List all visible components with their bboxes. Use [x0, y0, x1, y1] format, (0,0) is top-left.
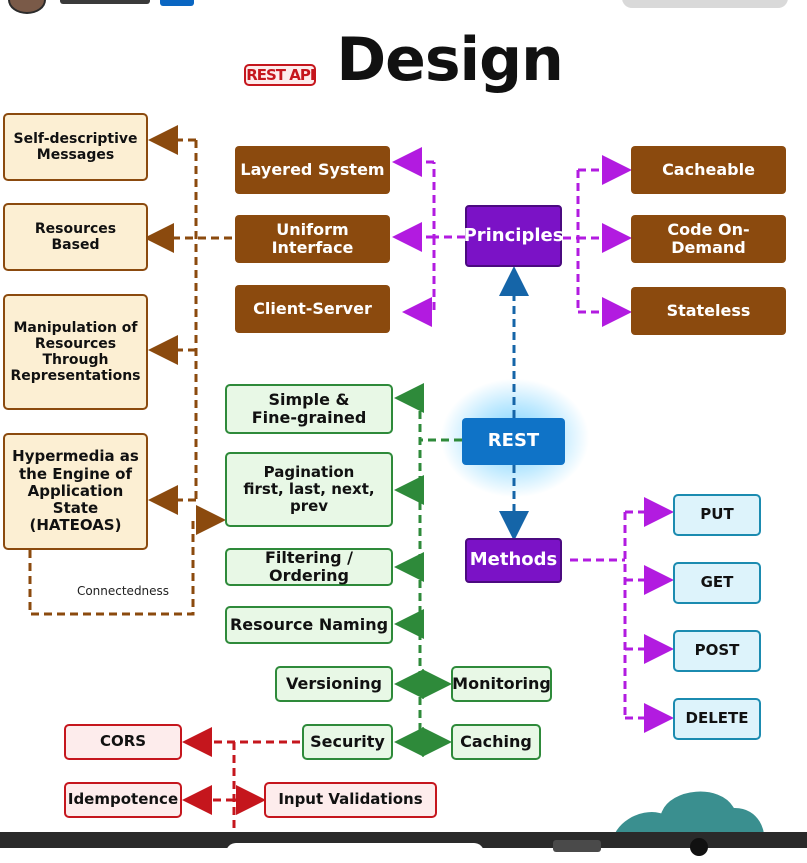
- practice-resource-naming: Resource Naming: [225, 606, 393, 644]
- rest-node: REST: [462, 418, 565, 465]
- security-idempotence: Idempotence: [64, 782, 182, 818]
- bottom-toolbar: [0, 832, 807, 848]
- practice-pagination: Pagination first, last, next, prev: [225, 452, 393, 527]
- comment-input[interactable]: [226, 843, 484, 863]
- toolbar-button[interactable]: [553, 840, 601, 852]
- constraint-self-descriptive: Self-descriptive Messages: [3, 113, 148, 181]
- principle-cacheable: Cacheable: [631, 146, 786, 194]
- method-delete: DELETE: [673, 698, 761, 740]
- connectedness-label: Connectedness: [76, 584, 170, 598]
- constraint-manipulation: Manipulation of Resources Through Repres…: [3, 294, 148, 410]
- linkedin-badge-icon: [160, 0, 194, 6]
- constraint-hateoas: Hypermedia as the Engine of Application …: [3, 433, 148, 550]
- principle-layered-system: Layered System: [235, 146, 390, 194]
- principle-uniform-interface: Uniform Interface: [235, 215, 390, 263]
- page-title: REST API Design: [0, 25, 807, 95]
- principle-stateless: Stateless: [631, 287, 786, 335]
- title-part-rest-api: REST API: [244, 64, 317, 86]
- profile-icon[interactable]: [690, 838, 708, 856]
- author-name-bar[interactable]: [60, 0, 150, 4]
- methods-node: Methods: [465, 538, 562, 583]
- constraint-resources-based: Resources Based: [3, 203, 148, 271]
- practice-security: Security: [302, 724, 393, 760]
- follow-button[interactable]: [622, 0, 788, 8]
- method-get: GET: [673, 562, 761, 604]
- practice-versioning: Versioning: [275, 666, 393, 702]
- security-cors: CORS: [64, 724, 182, 760]
- principle-client-server: Client-Server: [235, 285, 390, 333]
- security-input-validations: Input Validations: [264, 782, 437, 818]
- practice-caching: Caching: [451, 724, 541, 760]
- title-part-design: Design: [336, 25, 563, 95]
- method-post: POST: [673, 630, 761, 672]
- practice-filtering-ordering: Filtering / Ordering: [225, 548, 393, 586]
- method-put: PUT: [673, 494, 761, 536]
- principles-node: Principles: [464, 205, 563, 267]
- principle-code-on-demand: Code On-Demand: [631, 215, 786, 263]
- practice-monitoring: Monitoring: [451, 666, 552, 702]
- practice-simple-fine-grained: Simple & Fine-grained: [225, 384, 393, 434]
- api-cloud-logo: [607, 787, 769, 848]
